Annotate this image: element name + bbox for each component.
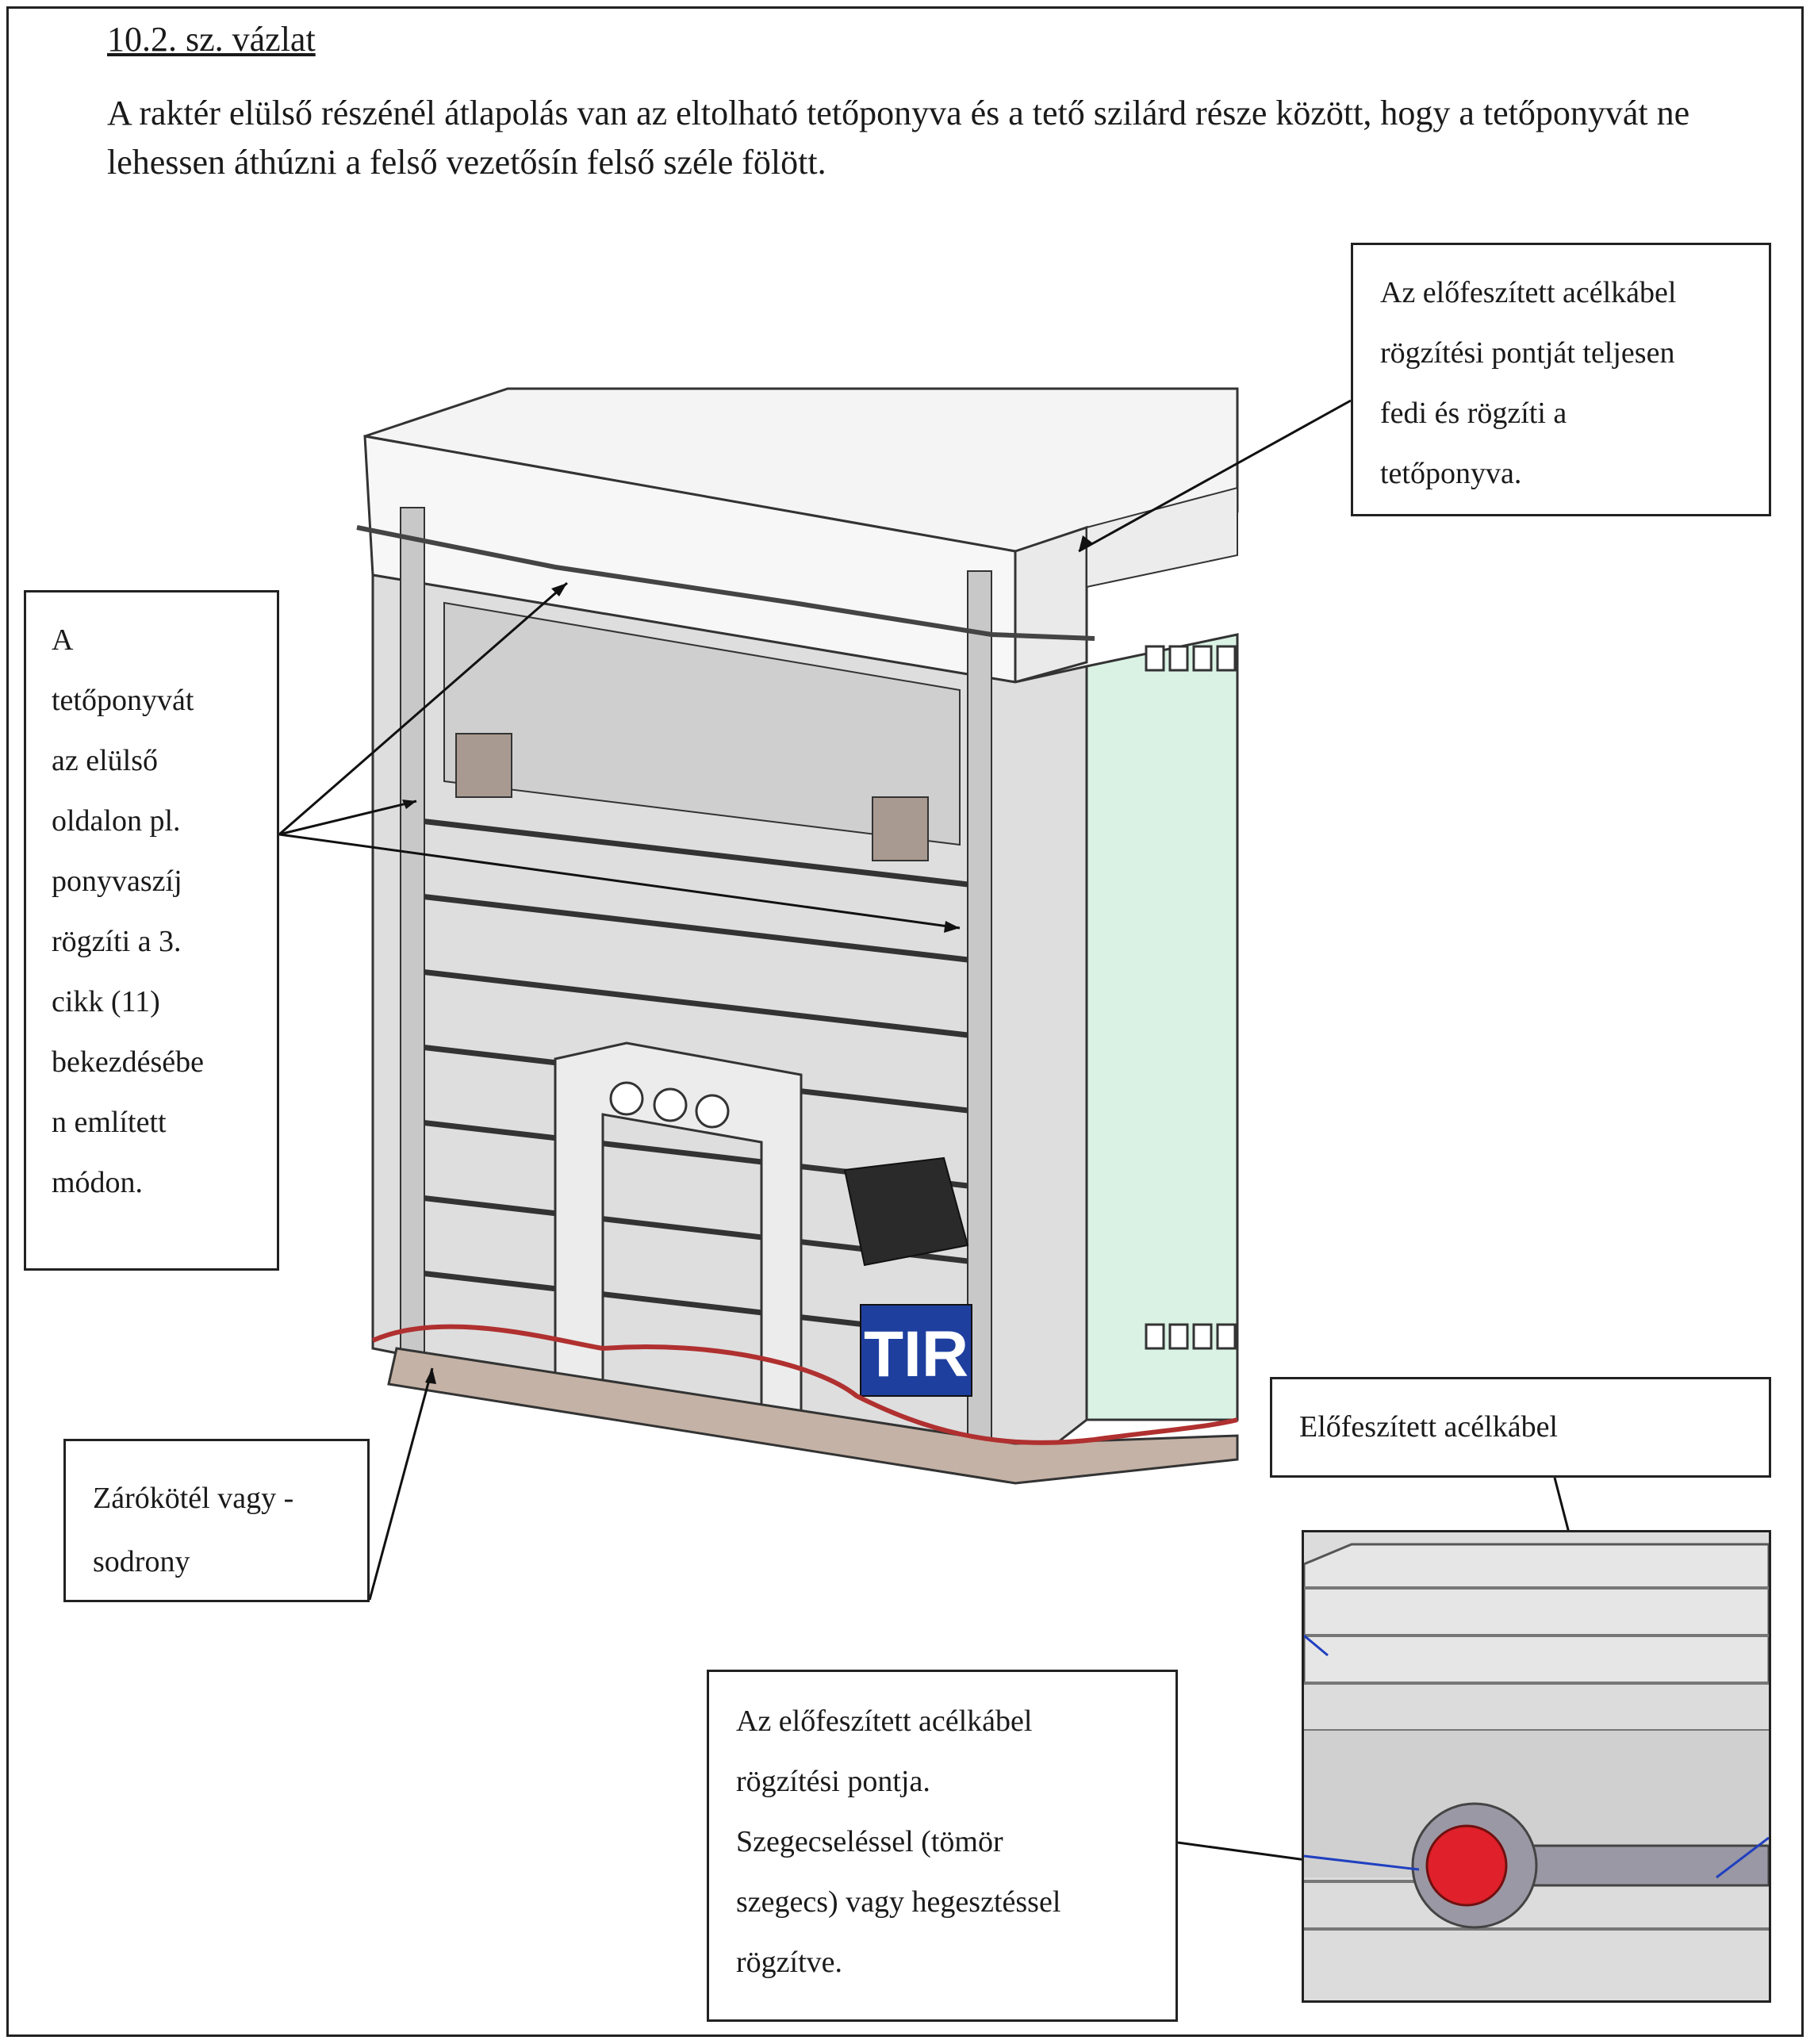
callout-roof-cover: Az előfeszített acélkábel rögzítési pont… — [1351, 243, 1771, 516]
figure-heading: 10.2. sz. vázlat — [107, 20, 316, 59]
callout-line: rögzítési pontja. — [736, 1765, 930, 1798]
detail-inset — [1302, 1530, 1771, 2003]
closing-cable — [371, 1324, 1238, 1445]
side-windows — [1145, 645, 1237, 1350]
callout-cable: Előfeszített acélkábel — [1270, 1377, 1771, 1478]
callout-line: n említett — [52, 1106, 167, 1139]
electrical-box — [843, 1156, 969, 1267]
inset-profile-top — [1304, 1543, 1769, 1685]
callout-line: szegecs) vagy hegesztéssel — [736, 1885, 1061, 1919]
roof-recess — [443, 601, 961, 846]
bracket-left — [455, 733, 512, 798]
center-hole — [609, 1081, 644, 1116]
left-post — [400, 507, 425, 1357]
callout-line: bekezdésébe — [52, 1045, 204, 1079]
callout-line: Zárókötél vagy - — [93, 1482, 294, 1515]
callout-line: rögzíti a 3. — [52, 925, 182, 958]
callout-line: fedi és rögzíti a — [1380, 397, 1567, 430]
top-rail — [356, 525, 1095, 641]
bracket-right — [872, 796, 929, 861]
callout-line: sodrony — [93, 1545, 190, 1578]
callout-line: Előfeszített acélkábel — [1299, 1410, 1558, 1444]
inset-blue-line — [1304, 1634, 1329, 1657]
callout-line: Az előfeszített acélkábel — [736, 1705, 1033, 1738]
side-wall — [1085, 633, 1239, 1421]
callout-strap: A tetőponyvát az elülső oldalon pl. pony… — [24, 590, 279, 1271]
roof-side — [1086, 486, 1238, 589]
callout-line: cikk (11) — [52, 985, 160, 1018]
center-hole — [653, 1087, 688, 1122]
callout-line: rögzítve. — [736, 1946, 843, 1979]
inset-drawing — [1304, 1532, 1769, 2000]
callout-line: Szegecseléssel (tömör — [736, 1825, 1003, 1858]
callout-line: A — [52, 623, 74, 657]
callout-closing-cord: Zárókötél vagy - sodrony — [63, 1439, 370, 1602]
callout-line: az elülső — [52, 744, 159, 777]
inset-blue-line — [1716, 1836, 1769, 1879]
rivet-head — [1425, 1824, 1508, 1907]
callout-line: ponyvaszíj — [52, 865, 182, 898]
callout-line: rögzítési pontját teljesen — [1380, 336, 1675, 370]
tir-plate-label: TIR — [864, 1318, 968, 1390]
intro-paragraph: A raktér elülső részénél átlapolás van a… — [107, 94, 1690, 182]
callout-anchor: Az előfeszített acélkábel rögzítési pont… — [707, 1670, 1178, 2022]
tir-plate — [860, 1304, 972, 1397]
roof-corner — [1014, 525, 1088, 684]
callout-line: tetőponyva. — [1380, 457, 1522, 490]
center-hole — [695, 1094, 730, 1129]
callout-line: Az előfeszített acélkábel — [1380, 276, 1677, 309]
inset-blue-line — [1304, 1854, 1420, 1871]
callout-line: módon. — [52, 1166, 144, 1199]
page-frame — [6, 6, 1804, 2037]
callout-line: oldalon pl. — [52, 804, 181, 838]
callout-line: tetőponyvát — [52, 684, 194, 717]
